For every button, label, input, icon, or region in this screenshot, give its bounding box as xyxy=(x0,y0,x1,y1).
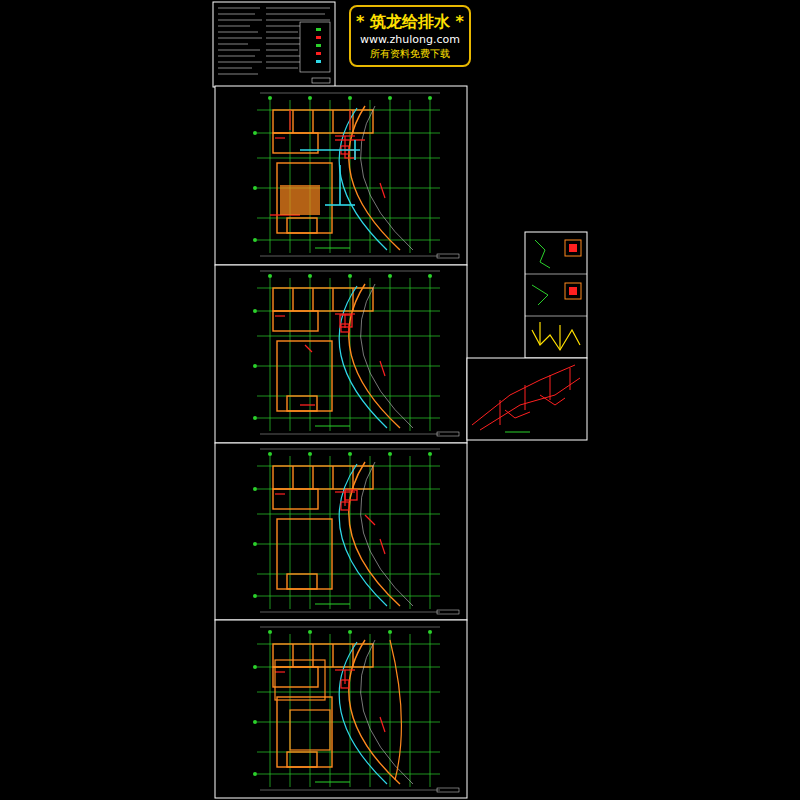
watermark-box: * 筑龙给排水 *www.zhulong.com所有资料免费下载 xyxy=(349,5,471,67)
watermark-text: * 筑龙给排水 * xyxy=(355,11,465,33)
watermark-text: 所有资料免费下载 xyxy=(355,47,465,61)
watermark-text: www.zhulong.com xyxy=(355,33,465,48)
